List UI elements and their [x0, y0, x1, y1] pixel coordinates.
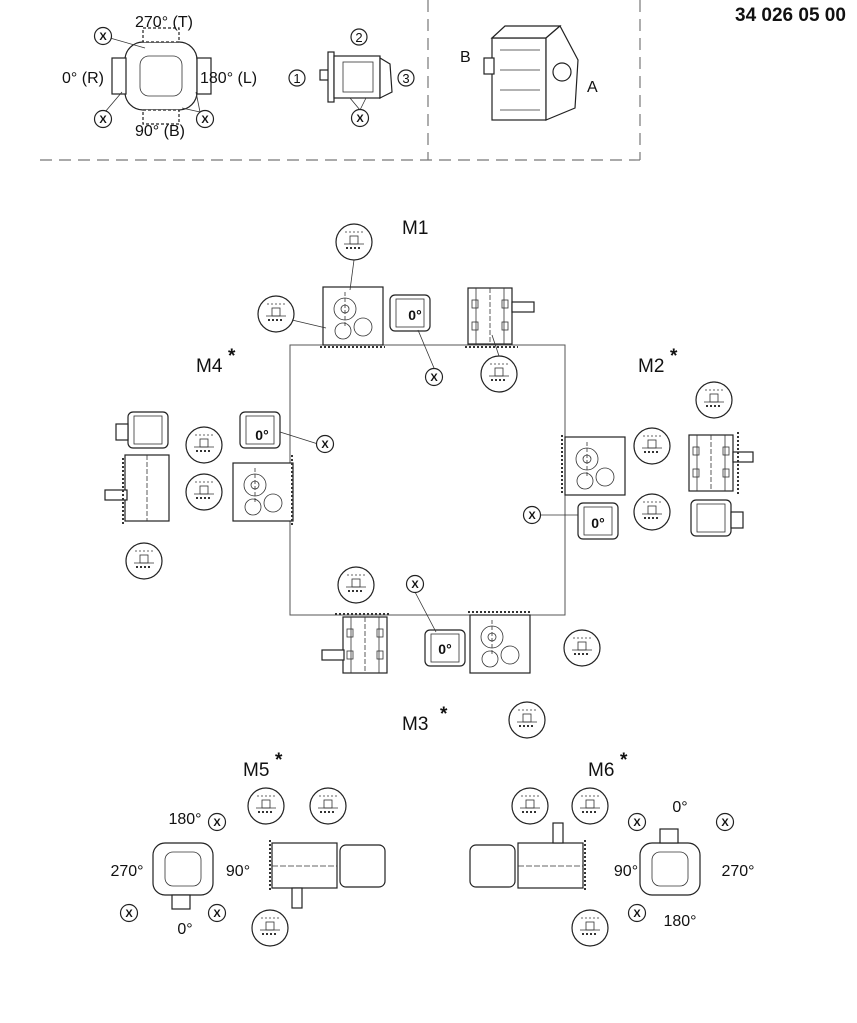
m5-angle-270: 270° — [110, 863, 143, 880]
label-m2: M2 — [638, 356, 664, 377]
terminal-0-label: 0° — [591, 515, 604, 531]
label-m4: M4 — [196, 356, 223, 377]
x-marker: X — [528, 510, 536, 522]
entry-2: 2 — [355, 30, 362, 45]
drawing-number: 34 026 05 00 — [735, 5, 846, 26]
position-m3: M3 * 0° X — [321, 566, 601, 739]
label-0-right: 0° (R) — [62, 70, 104, 87]
position-m6: M6 * 0° 90° 270° 180° X X X — [469, 750, 755, 947]
cable-entry-diagram: 2 1 3 X — [288, 28, 415, 128]
label-m3: M3 — [402, 714, 428, 735]
x-marker: X — [99, 114, 107, 126]
side-a-label: A — [587, 79, 598, 96]
label-90-bottom: 90° (B) — [135, 123, 185, 140]
entry-1: 1 — [293, 71, 300, 86]
x-marker: X — [321, 439, 329, 451]
side-b-label: B — [460, 49, 471, 66]
asterisk-m4: * — [228, 346, 236, 367]
x-marker: X — [721, 817, 729, 829]
x-marker: X — [430, 372, 438, 384]
m5-angle-180: 180° — [168, 811, 201, 828]
terminal-0-label: 0° — [438, 641, 451, 657]
entry-3: 3 — [402, 71, 409, 86]
asterisk-m6: * — [620, 750, 628, 771]
m5-angle-0: 0° — [177, 921, 192, 938]
terminal-0-label: 0° — [408, 307, 421, 323]
position-m5: M5 * 180° 270° 90° 0° X X X — [110, 750, 386, 947]
asterisk-m2: * — [670, 346, 678, 367]
gear-unit-3d-illustration: B A — [460, 25, 598, 121]
label-180-left: 180° (L) — [200, 70, 257, 87]
x-marker: X — [213, 817, 221, 829]
asterisk-m3: * — [440, 704, 448, 725]
x-marker: X — [633, 908, 641, 920]
label-m1: M1 — [402, 218, 428, 239]
position-m2: M2 * 0° X — [522, 346, 754, 540]
terminal-0-label: 0° — [255, 427, 268, 443]
x-marker: X — [99, 31, 107, 43]
position-m1: M1 0° X — [257, 218, 535, 393]
label-270-top: 270° (T) — [135, 14, 193, 31]
m6-angle-90: 90° — [614, 863, 638, 880]
mounting-frame — [289, 344, 566, 616]
x-marker: X — [411, 579, 419, 591]
x-marker: X — [213, 908, 221, 920]
m6-angle-0: 0° — [672, 799, 687, 816]
m5-angle-90: 90° — [226, 863, 250, 880]
asterisk-m5: * — [275, 750, 283, 771]
label-m5: M5 — [243, 760, 269, 781]
m6-angle-180: 180° — [663, 913, 696, 930]
x-marker: X — [201, 114, 209, 126]
terminal-box-positions-diagram: 270° (T) 0° (R) 180° (L) 90° (B) X X X — [62, 14, 257, 140]
x-marker: X — [356, 113, 364, 125]
position-m4: M4 * 0° X — [104, 346, 335, 580]
x-marker: X — [125, 908, 133, 920]
label-m6: M6 — [588, 760, 614, 781]
x-marker: X — [633, 817, 641, 829]
m6-angle-270: 270° — [721, 863, 754, 880]
